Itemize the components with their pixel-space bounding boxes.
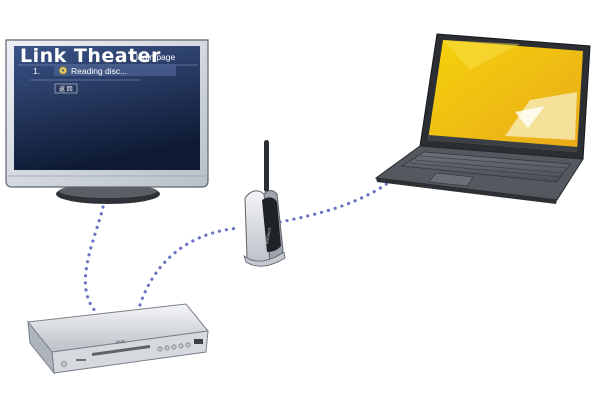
tv-back-button (54, 83, 78, 94)
router-front-panel (262, 197, 281, 252)
connection-player-to-router (138, 226, 242, 307)
wireless-router: BUFFALO (243, 140, 286, 267)
router-antenna (264, 140, 269, 192)
tv-list-item-highlight (54, 65, 176, 76)
connection-router-to-laptop (278, 178, 394, 224)
laptop-keyboard (400, 151, 572, 183)
laptop (374, 33, 591, 204)
tv-list-item-number: 1. (33, 66, 40, 76)
tv-back-button-label: 返 回 (59, 86, 73, 93)
connection-tv-to-player (83, 205, 105, 314)
laptop-touchpad (428, 172, 474, 187)
tv-list-item-text: Reading disc... (71, 66, 127, 76)
router-base (243, 251, 286, 267)
wallpaper-shape (505, 92, 577, 140)
tv-screen-subtitle: login page (136, 52, 176, 62)
player-disc-tray (92, 345, 150, 356)
router-badge: BUFFALO (265, 227, 272, 244)
player-side (27, 320, 55, 375)
connection-lines (83, 178, 394, 314)
television: Link Theater login page 1. Reading disc.… (5, 39, 209, 204)
player-disc-logo: DVD (116, 339, 127, 345)
tv-screen-title: Link Theater (20, 45, 161, 67)
media-player: DVD (27, 303, 209, 375)
laptop-taskbar (428, 135, 578, 152)
player-power-button (61, 361, 67, 367)
